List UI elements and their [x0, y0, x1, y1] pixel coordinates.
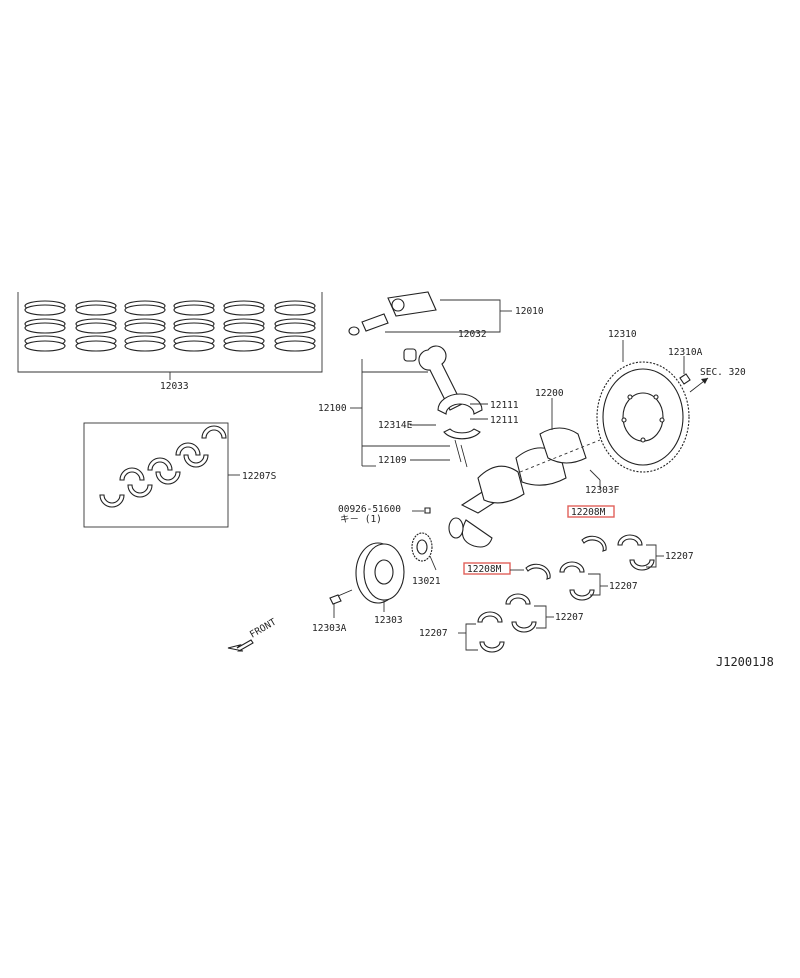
flywheel-group: 12310 12310A SEC. 320 12303F — [585, 329, 746, 496]
connecting-rod-group: 12100 12111 12111 12314E 12109 — [318, 345, 519, 468]
highlight-box-upper — [567, 505, 615, 518]
label-12208M-upper[interactable]: 12208M — [571, 507, 606, 518]
ring-column-5 — [223, 300, 265, 352]
ring-column-6 — [274, 300, 316, 352]
label-12010[interactable]: 12010 — [515, 306, 544, 317]
label-12303[interactable]: 12303 — [374, 615, 403, 626]
label-12100[interactable]: 12100 — [318, 403, 347, 414]
label-key-note[interactable]: キ－ (1) — [340, 514, 382, 525]
label-12207-c[interactable]: 12207 — [555, 612, 584, 623]
ring-column-4 — [173, 300, 215, 352]
pulley-group: 12303 12303A — [312, 542, 405, 634]
piston-rings-group: 12033 — [17, 292, 323, 392]
label-12207-b[interactable]: 12207 — [609, 581, 638, 592]
label-12310[interactable]: 12310 — [608, 329, 637, 340]
label-12109[interactable]: 12109 — [378, 455, 407, 466]
label-12314E[interactable]: 12314E — [378, 420, 413, 431]
label-12111-a[interactable]: 12111 — [490, 400, 519, 411]
main-bearing-group-c: 12207 — [505, 593, 584, 633]
label-00926-51600[interactable]: 00926-51600 — [338, 504, 401, 515]
key-group: 00926-51600 キ－ (1) — [338, 504, 431, 525]
label-12200[interactable]: 12200 — [535, 388, 564, 399]
ring-column-2 — [75, 300, 117, 352]
crankshaft-group: 12200 — [448, 388, 601, 548]
label-12207S[interactable]: 12207S — [242, 471, 277, 482]
thrust-washer-lower-group: 12208M — [463, 562, 551, 580]
main-bearing-group-d: 12207 — [419, 611, 505, 653]
piston-pin-group: 12010 12032 — [348, 291, 544, 340]
bearing-set-group: 12207S — [83, 422, 277, 528]
label-13021[interactable]: 13021 — [412, 576, 441, 587]
label-12207-a[interactable]: 12207 — [665, 551, 694, 562]
label-12207-d[interactable]: 12207 — [419, 628, 448, 639]
figure-id: J12001J8 — [716, 655, 774, 669]
front-indicator: FRONT — [227, 617, 279, 652]
label-sec-320[interactable]: SEC. 320 — [700, 367, 746, 378]
main-bearing-group-b: 12207 — [559, 561, 638, 601]
label-12303A[interactable]: 12303A — [312, 623, 347, 634]
ring-column-1 — [24, 300, 66, 352]
label-12111-b[interactable]: 12111 — [490, 415, 519, 426]
sprocket-group: 13021 — [411, 532, 441, 587]
label-front[interactable]: FRONT — [248, 617, 279, 641]
label-12032[interactable]: 12032 — [458, 329, 487, 340]
ring-column-3 — [124, 300, 166, 352]
main-bearing-group-a: 12207 — [617, 534, 694, 571]
thrust-washer-upper-group: 12208M — [567, 505, 615, 552]
highlight-box-lower — [463, 562, 511, 575]
label-12033[interactable]: 12033 — [160, 381, 189, 392]
label-12303F[interactable]: 12303F — [585, 485, 620, 496]
label-12208M-lower[interactable]: 12208M — [467, 564, 502, 575]
label-12310A[interactable]: 12310A — [668, 347, 703, 358]
